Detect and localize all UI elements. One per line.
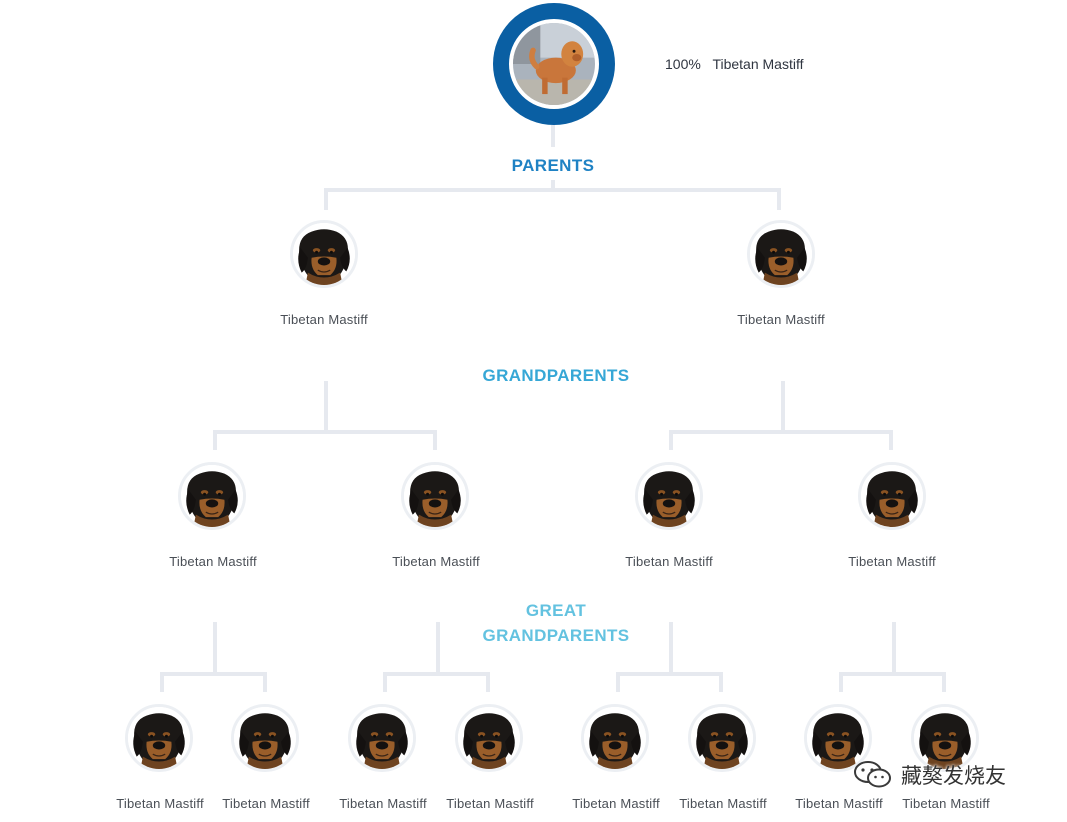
subject-breed-caption: 100% Tibetan Mastiff — [665, 56, 812, 72]
connector — [486, 672, 490, 692]
connector — [839, 672, 946, 676]
great-grandparent-avatar[interactable] — [348, 704, 416, 772]
connector — [669, 430, 893, 434]
connector — [433, 430, 437, 450]
connector — [616, 672, 620, 692]
connector — [383, 672, 490, 676]
grandparent-avatar[interactable] — [401, 462, 469, 530]
watermark: 藏獒发烧友 — [853, 760, 1006, 790]
connector — [942, 672, 946, 692]
great-grandparent-label: Tibetan Mastiff — [795, 796, 883, 811]
grandparent-avatar[interactable] — [635, 462, 703, 530]
great-grandparent-avatar[interactable] — [688, 704, 756, 772]
connector — [436, 622, 440, 675]
section-title-parents: PARENTS — [511, 156, 595, 175]
subject-dog-photo — [509, 19, 599, 109]
great-grandparent-label: Tibetan Mastiff — [339, 796, 427, 811]
great-grandparent-label: Tibetan Mastiff — [446, 796, 534, 811]
connector — [669, 622, 673, 675]
great-grandparent-avatar[interactable] — [804, 704, 872, 772]
connector — [892, 622, 896, 675]
parent-avatar[interactable] — [747, 220, 815, 288]
connector — [781, 381, 785, 433]
grandparent-label: Tibetan Mastiff — [169, 554, 257, 569]
connector — [839, 672, 843, 692]
connector — [213, 430, 217, 450]
section-title-great-grandparents: GREAT GRANDPARENTS — [482, 598, 629, 648]
connector — [889, 430, 893, 450]
connector — [213, 622, 217, 675]
great-grandparent-avatar[interactable] — [911, 704, 979, 772]
parent-label: Tibetan Mastiff — [737, 312, 825, 327]
connector — [213, 430, 437, 434]
great-grandparent-avatar[interactable] — [455, 704, 523, 772]
watermark-text: 藏獒发烧友 — [901, 765, 1006, 788]
section-title-grandparents: GRANDPARENTS — [482, 366, 630, 385]
great-grandparent-avatar[interactable] — [581, 704, 649, 772]
grandparent-avatar[interactable] — [858, 462, 926, 530]
connector — [160, 672, 267, 676]
connector — [324, 381, 328, 433]
subject-avatar[interactable] — [493, 3, 615, 125]
great-grandparent-avatar[interactable] — [125, 704, 193, 772]
great-grandparent-label: Tibetan Mastiff — [222, 796, 310, 811]
great-grandparent-label: Tibetan Mastiff — [902, 796, 990, 811]
wechat-icon — [854, 761, 891, 788]
parent-avatar[interactable] — [290, 220, 358, 288]
connector — [669, 430, 673, 450]
grandparent-label: Tibetan Mastiff — [848, 554, 936, 569]
great-grandparent-label: Tibetan Mastiff — [679, 796, 767, 811]
connector — [551, 180, 555, 192]
great-grandparent-label: Tibetan Mastiff — [572, 796, 660, 811]
connector — [324, 188, 328, 210]
connector — [160, 672, 164, 692]
connector — [263, 672, 267, 692]
grandparent-label: Tibetan Mastiff — [625, 554, 713, 569]
connector — [719, 672, 723, 692]
connector — [551, 125, 555, 147]
connector — [777, 188, 781, 210]
section-title-great-line2: GRANDPARENTS — [482, 626, 630, 645]
connector — [616, 672, 723, 676]
grandparent-avatar[interactable] — [178, 462, 246, 530]
subject-percentage: 100% — [665, 56, 701, 72]
connector — [324, 188, 781, 192]
section-title-great-line1: GREAT — [525, 601, 587, 620]
subject-breed: Tibetan Mastiff — [712, 56, 804, 72]
connector — [383, 672, 387, 692]
parent-label: Tibetan Mastiff — [280, 312, 368, 327]
great-grandparent-avatar[interactable] — [231, 704, 299, 772]
grandparent-label: Tibetan Mastiff — [392, 554, 480, 569]
great-grandparent-label: Tibetan Mastiff — [116, 796, 204, 811]
